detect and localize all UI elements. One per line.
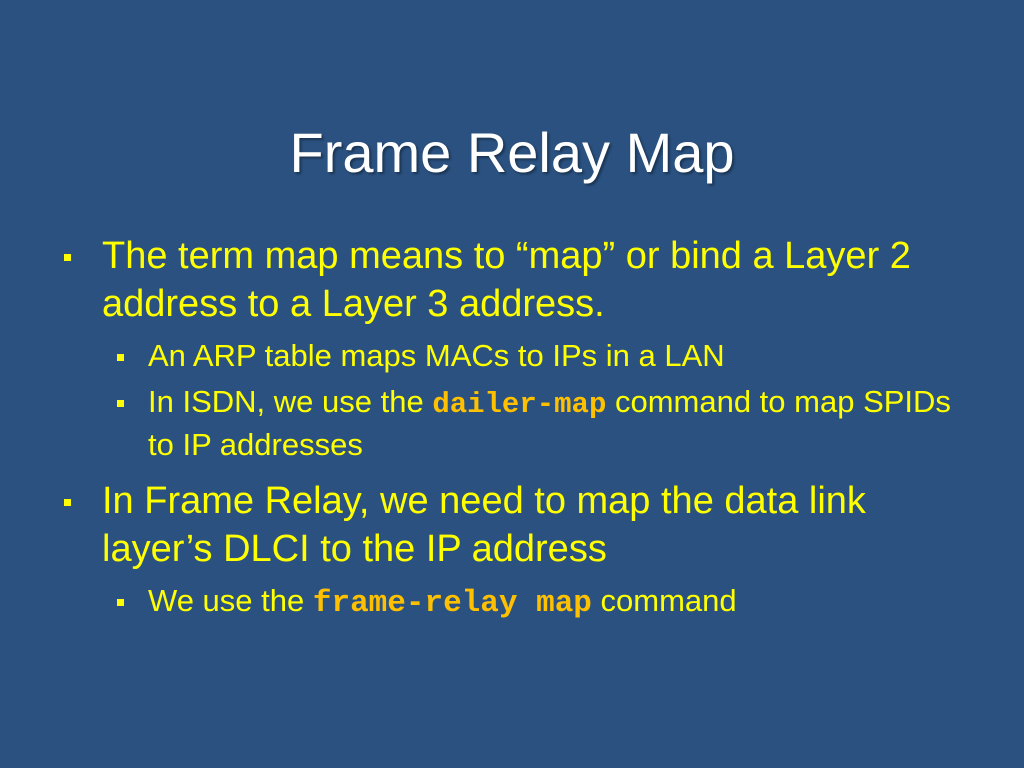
command-code: dailer-map — [432, 388, 607, 421]
command-code: frame-relay map — [312, 586, 592, 621]
sub-bullet-text-pre: In ISDN, we use the — [148, 384, 433, 419]
square-bullet-icon — [64, 254, 71, 261]
bullet-text: In Frame Relay, we need to map the data … — [102, 480, 866, 570]
sub-bullet-item-isdn: In ISDN, we use the dailer-map command t… — [60, 382, 960, 465]
sub-bullet-text: An ARP table maps MACs to IPs in a LAN — [148, 338, 725, 373]
sub-bullet-item-command: We use the frame-relay map command — [60, 581, 960, 624]
sub-bullet-text-post: command to map SPIDs to IP addresses — [148, 384, 951, 462]
bullet-item-frame-relay: In Frame Relay, we need to map the data … — [60, 477, 960, 573]
sub-bullet-text-pre: We use the — [148, 583, 313, 618]
square-bullet-icon — [64, 499, 71, 506]
square-bullet-icon — [117, 354, 124, 361]
slide-title: Frame Relay Map — [289, 121, 735, 184]
sub-bullet-item-arp: An ARP table maps MACs to IPs in a LAN — [60, 336, 960, 376]
bullet-text: The term map means to “map” or bind a La… — [102, 235, 911, 325]
bullet-item-map-definition: The term map means to “map” or bind a La… — [60, 232, 960, 328]
square-bullet-icon — [117, 400, 124, 407]
bullet-list: The term map means to “map” or bind a La… — [60, 232, 960, 630]
square-bullet-icon — [117, 599, 124, 606]
sub-bullet-text-post: command — [591, 583, 737, 618]
